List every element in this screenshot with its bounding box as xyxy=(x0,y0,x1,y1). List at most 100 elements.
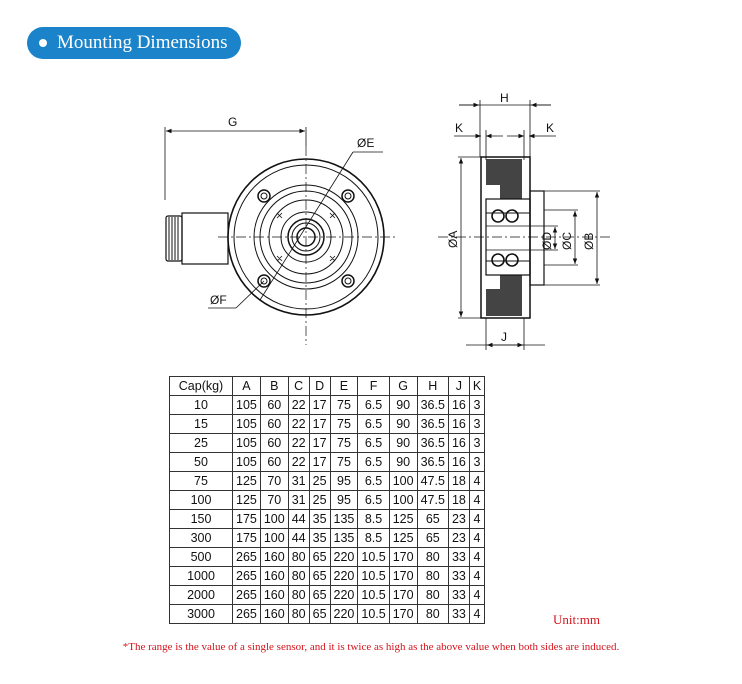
table-cell: 47.5 xyxy=(416,471,449,491)
table-cell: 75 xyxy=(329,414,359,434)
table-cell: 16 xyxy=(447,452,470,472)
table-cell: 3 xyxy=(468,452,486,472)
table-cell: 36.5 xyxy=(416,395,449,415)
table-cell: 70 xyxy=(259,471,289,491)
table-cell: 6.5 xyxy=(357,395,390,415)
table-cell: 100 xyxy=(169,490,233,510)
table-cell: 105 xyxy=(232,414,261,434)
table-cell: 33 xyxy=(447,566,470,586)
table-cell: 65 xyxy=(308,566,331,586)
table-cell: 4 xyxy=(468,566,486,586)
table-cell: 4 xyxy=(468,528,486,548)
table-cell: 175 xyxy=(232,528,261,548)
front-view xyxy=(164,127,395,345)
side-view xyxy=(438,100,612,350)
table-cell: 300 xyxy=(169,528,233,548)
table-cell: 265 xyxy=(232,566,261,586)
table-cell: 25 xyxy=(169,433,233,453)
table-cell: 265 xyxy=(232,604,261,624)
table-cell: 18 xyxy=(447,471,470,491)
table-cell: 75 xyxy=(329,395,359,415)
table-cell: 22 xyxy=(287,433,310,453)
table-cell: 90 xyxy=(388,414,418,434)
table-cell: 220 xyxy=(329,566,359,586)
table-cell: 22 xyxy=(287,395,310,415)
table-cell: 10.5 xyxy=(357,585,390,605)
table-cell: 105 xyxy=(232,433,261,453)
table-cell: 6.5 xyxy=(357,490,390,510)
table-cell: 65 xyxy=(308,604,331,624)
table-header-row: Cap(kg) A B C D E F G H J K xyxy=(169,376,486,396)
label-e: ØE xyxy=(357,136,374,150)
table-cell: 8.5 xyxy=(357,528,390,548)
table-cell: 170 xyxy=(388,547,418,567)
table-cell: 500 xyxy=(169,547,233,567)
table-cell: 175 xyxy=(232,509,261,529)
label-d: ØD xyxy=(540,232,554,250)
col-header: K xyxy=(468,376,486,396)
table-cell: 105 xyxy=(232,395,261,415)
table-cell: 135 xyxy=(329,528,359,548)
table-cell: 220 xyxy=(329,547,359,567)
table-cell: 33 xyxy=(447,547,470,567)
col-header: J xyxy=(447,376,470,396)
table-cell: 3 xyxy=(468,433,486,453)
label-a: ØA xyxy=(446,231,460,248)
table-cell: 25 xyxy=(308,471,331,491)
table-cell: 125 xyxy=(388,509,418,529)
col-header: A xyxy=(232,376,261,396)
label-b: ØB xyxy=(582,233,596,250)
table-cell: 220 xyxy=(329,604,359,624)
table-cell: 170 xyxy=(388,566,418,586)
table-cell: 4 xyxy=(468,509,486,529)
table-cell: 6.5 xyxy=(357,471,390,491)
col-header: C xyxy=(287,376,310,396)
table-cell: 60 xyxy=(259,433,289,453)
table-cell: 17 xyxy=(308,395,331,415)
table-cell: 8.5 xyxy=(357,509,390,529)
table-cell: 75 xyxy=(329,452,359,472)
section-title: Mounting Dimensions xyxy=(57,32,228,53)
col-header: G xyxy=(388,376,418,396)
table-cell: 31 xyxy=(287,471,310,491)
col-header: E xyxy=(329,376,359,396)
table-cell: 60 xyxy=(259,452,289,472)
table-cell: 160 xyxy=(259,604,289,624)
footnote: *The range is the value of a single sens… xyxy=(122,641,620,653)
table-cell: 60 xyxy=(259,395,289,415)
table-cell: 4 xyxy=(468,585,486,605)
table-cell: 65 xyxy=(308,547,331,567)
table-cell: 160 xyxy=(259,585,289,605)
label-k-right: K xyxy=(546,121,554,135)
table-cell: 265 xyxy=(232,547,261,567)
table-cell: 10.5 xyxy=(357,566,390,586)
table-cell: 6.5 xyxy=(357,414,390,434)
label-h: H xyxy=(500,91,509,105)
mounting-drawing: G ØE ØF xyxy=(164,91,612,350)
table-cell: 80 xyxy=(287,604,310,624)
table-cell: 36.5 xyxy=(416,414,449,434)
table-cell: 80 xyxy=(416,585,449,605)
table-cell: 16 xyxy=(447,395,470,415)
table-cell: 23 xyxy=(447,528,470,548)
table-cell: 17 xyxy=(308,414,331,434)
table-cell: 160 xyxy=(259,547,289,567)
col-header: D xyxy=(308,376,331,396)
table-cell: 100 xyxy=(388,471,418,491)
table-cell: 10.5 xyxy=(357,604,390,624)
unit-label: Unit:mm xyxy=(553,612,600,627)
table-cell: 105 xyxy=(232,452,261,472)
table-cell: 150 xyxy=(169,509,233,529)
table-cell: 15 xyxy=(169,414,233,434)
table-cell: 44 xyxy=(287,509,310,529)
table-cell: 100 xyxy=(259,509,289,529)
table-cell: 17 xyxy=(308,433,331,453)
table-cell: 90 xyxy=(388,433,418,453)
table-cell: 25 xyxy=(308,490,331,510)
